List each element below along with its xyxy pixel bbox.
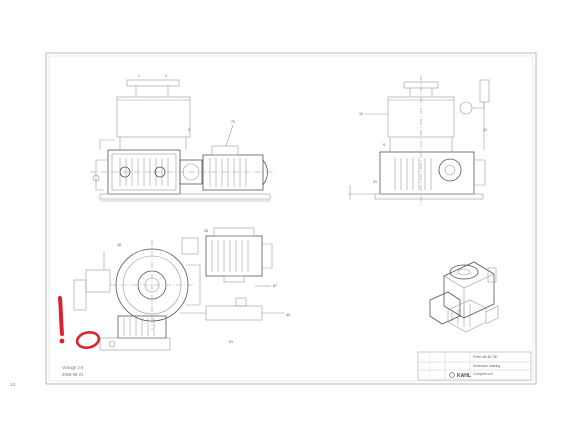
label-51: 51	[229, 340, 233, 344]
exclamation-stroke	[60, 298, 62, 334]
label-motor: 70	[231, 120, 235, 124]
label-28: 28	[204, 229, 208, 233]
red-circle-mark	[76, 330, 101, 349]
isometric-view	[430, 262, 498, 332]
label-41: 41	[373, 180, 377, 184]
label-9: 9	[383, 143, 385, 147]
exclamation-dot	[60, 339, 65, 344]
red-exclamation-annotation	[60, 298, 101, 350]
brand-logo-icon	[450, 373, 455, 378]
title-block-line-2: Dimension drawing	[473, 364, 500, 368]
title-block-line-3: Complete unit	[473, 372, 493, 376]
label-67: 67	[273, 284, 277, 288]
label-18: 18	[117, 243, 121, 247]
drawing-inner-border	[49, 56, 533, 381]
front-elevation-view	[348, 75, 489, 205]
title-block-brand: KAHL	[457, 373, 471, 379]
label-3: 3	[188, 128, 190, 132]
drawing-border	[46, 53, 536, 384]
label-1: 1	[138, 74, 140, 78]
template-note: Vorlage 2.0	[62, 365, 84, 370]
side-elevation-view	[90, 80, 275, 201]
plan-view	[74, 228, 285, 350]
label-2: 2	[165, 74, 167, 78]
template-date: 2006-08-21	[62, 372, 84, 377]
label-10: 10	[359, 112, 363, 116]
label-12: 12	[483, 128, 487, 132]
page-marker: 1/1	[10, 382, 16, 387]
title-block-line-1: Pellet mill 38-780	[473, 355, 498, 359]
label-40: 40	[286, 313, 290, 317]
